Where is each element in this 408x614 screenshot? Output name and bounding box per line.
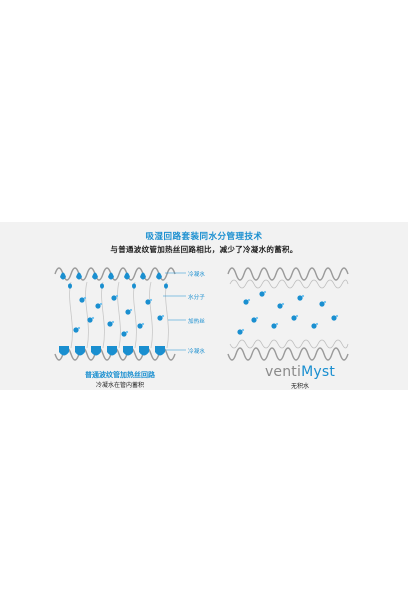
brand-accent-text: Myst [301,364,336,380]
label-water-molecule: 水分子 [188,295,205,301]
diagram-title: 吸湿回路套装同水分管理技术 [145,232,263,242]
tube-left-top-wall [54,267,176,281]
diagram-subtitle: 与普通波纹管加热丝回路相比，减少了冷凝水的蓄积。 [110,245,298,254]
tube-right-bottom-wall [227,347,349,361]
tube-right-top-wall [227,267,349,281]
tube-right-inner-wall-bottom [229,339,349,349]
ventimyst-logo: ventiMyst [250,364,350,380]
brand-main-text: venti [264,364,302,380]
water-molecules-left [73,294,165,337]
label-leaders [163,272,186,351]
water-molecules-right [237,290,339,335]
corrugated-tube-right [227,267,349,361]
label-heating-wire: 加热丝 [188,319,205,325]
label-condensate-bottom: 冷凝水 [188,349,205,355]
left-panel-subcaption: 冷凝水在管内蓄积 [95,382,144,389]
left-panel-caption: 普通波纹管加热丝回路 [85,371,155,379]
tube-comparison-diagram [54,267,349,361]
tube-left-inner-pleats [69,281,169,349]
condensate-pools-left [59,346,165,356]
label-condensate-top: 冷凝水 [188,272,205,278]
diagram-background [0,222,408,390]
condensate-top-left [60,272,168,289]
right-panel-subcaption: 无积水 [290,383,309,390]
tube-right-inner-wall-top [229,279,349,289]
